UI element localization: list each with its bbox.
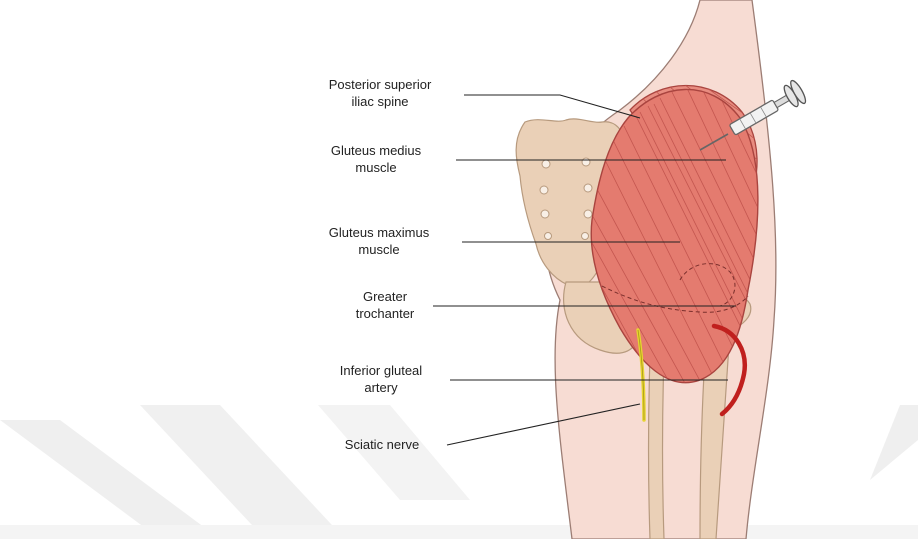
label-sciatic-nerve: Sciatic nerve: [320, 436, 444, 453]
watermark: [0, 405, 918, 539]
label-trochanter-line1: Greater: [340, 288, 430, 305]
label-posterior-superior-iliac-spine: Posterior superior iliac spine: [300, 76, 460, 110]
label-gluteus-medius: Gluteus medius muscle: [300, 142, 452, 176]
label-artery-line1: Inferior gluteal: [316, 362, 446, 379]
label-psis-line2: iliac spine: [300, 93, 460, 110]
label-gluteus-maximus: Gluteus maximus muscle: [300, 224, 458, 258]
label-greater-trochanter: Greater trochanter: [340, 288, 430, 322]
label-gmax-line1: Gluteus maximus: [300, 224, 458, 241]
label-gmax-line2: muscle: [300, 241, 458, 258]
femur-shaft-left: [649, 355, 665, 539]
label-gmed-line1: Gluteus medius: [300, 142, 452, 159]
label-artery-line2: artery: [316, 379, 446, 396]
label-trochanter-line2: trochanter: [340, 305, 430, 322]
label-gmed-line2: muscle: [300, 159, 452, 176]
label-nerve-line1: Sciatic nerve: [320, 436, 444, 453]
label-inferior-gluteal-artery: Inferior gluteal artery: [316, 362, 446, 396]
label-psis-line1: Posterior superior: [300, 76, 460, 93]
